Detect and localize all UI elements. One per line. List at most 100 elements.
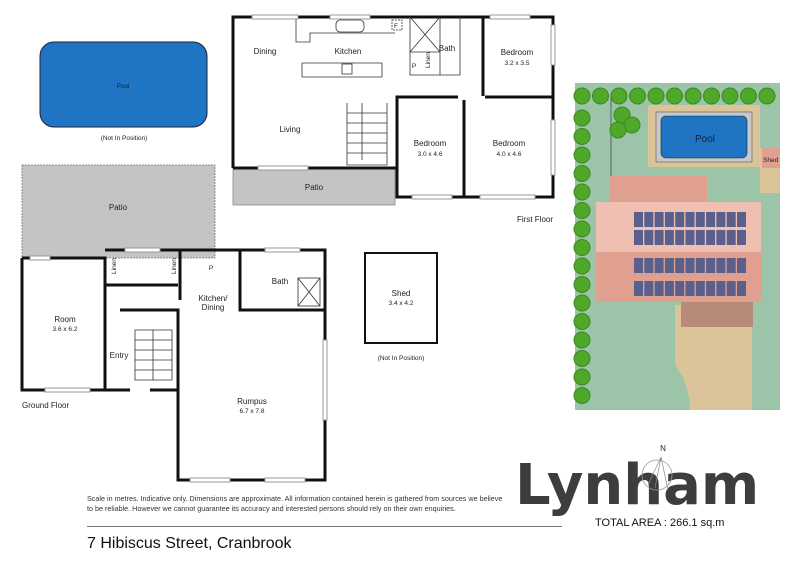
solar-panel	[634, 230, 643, 245]
patio-area	[21, 164, 216, 259]
fixture-linen-2: Linen	[171, 258, 178, 274]
solar-panel	[737, 258, 746, 273]
solar-panel	[664, 281, 674, 296]
tree-icon	[573, 387, 591, 404]
room-bedroom-1: Bedroom	[501, 48, 534, 57]
north-compass-icon: N	[641, 444, 673, 491]
tree-icon	[573, 220, 591, 238]
tree-icon	[629, 87, 646, 105]
solar-panel	[644, 281, 654, 296]
room-patio: Patio	[305, 183, 324, 192]
solar-panel	[664, 212, 674, 227]
solar-panel	[675, 281, 685, 296]
pool-shape	[39, 41, 208, 128]
tree-icon	[573, 202, 591, 219]
tree-icon	[647, 87, 665, 105]
solar-panel	[675, 258, 685, 273]
solar-panel	[716, 258, 726, 273]
room-bedroom-2-size: 3.0 x 4.6	[418, 151, 443, 158]
solar-panel	[726, 281, 736, 296]
tree-icon	[573, 128, 591, 145]
footer-divider	[87, 526, 562, 527]
tree-icon	[610, 87, 628, 105]
disclaimer: Scale in metres. Indicative only. Dimens…	[87, 494, 503, 513]
fixture-pantry: P	[209, 265, 213, 272]
first-floor-title: First Floor	[517, 215, 553, 224]
solar-panel	[634, 212, 643, 227]
room-bedroom-1-size: 3.2 x 3.5	[505, 60, 530, 67]
solar-panel	[726, 230, 736, 245]
room-rumpus: Rumpus	[237, 397, 267, 406]
solar-panel	[685, 258, 695, 273]
tree-icon	[573, 294, 591, 312]
room-bedroom-3-size: 4.0 x 4.6	[497, 151, 522, 158]
solar-panel	[644, 212, 654, 227]
solar-panel	[675, 212, 685, 227]
total-area: TOTAL AREA : 266.1 sq.m	[595, 517, 725, 529]
patio-area	[232, 167, 396, 206]
tree-icon	[573, 146, 591, 164]
solar-panel	[695, 212, 705, 227]
solar-panel	[737, 230, 746, 245]
tree-icon	[703, 87, 720, 105]
room-living: Living	[280, 125, 301, 134]
tree-icon	[684, 87, 702, 105]
solar-panel	[654, 281, 664, 296]
tree-icon	[573, 257, 591, 275]
solar-panel	[664, 258, 674, 273]
room-entry: Entry	[110, 351, 129, 360]
shed-label: Shed	[392, 289, 411, 298]
fixture-fridge: F	[394, 23, 398, 30]
solar-panel	[685, 230, 695, 245]
solar-panel	[726, 258, 736, 273]
solar-panel	[644, 258, 654, 273]
tree-icon	[740, 87, 757, 105]
room-kitchen-dining: Kitchen/ Dining	[198, 294, 228, 312]
solar-panel	[685, 212, 695, 227]
solar-panel	[695, 281, 705, 296]
pool-label: Pool	[116, 83, 130, 90]
solar-panel	[675, 230, 685, 245]
solar-panel	[716, 281, 726, 296]
compass-north-label: N	[660, 444, 666, 453]
tree-icon	[573, 313, 591, 330]
property-address: 7 Hibiscus Street, Cranbrook	[87, 535, 292, 552]
shed-size: 3.4 x 4.2	[389, 300, 414, 307]
ground-floor-title: Ground Floor	[22, 401, 69, 410]
fixture-pantry: P	[412, 63, 416, 70]
room-rumpus-size: 6.7 x 7.8	[240, 408, 265, 415]
room-bedroom-3: Bedroom	[493, 139, 526, 148]
solar-panel	[654, 212, 664, 227]
room-room: Room	[54, 315, 76, 324]
solar-panel	[634, 258, 643, 273]
room-patio: Patio	[109, 203, 128, 212]
room-dining: Dining	[254, 47, 277, 56]
shed-outline	[364, 252, 438, 344]
fixture-linen: Linen	[425, 52, 432, 68]
tree-icon	[573, 109, 591, 127]
solar-panel	[685, 281, 695, 296]
tree-icon	[609, 121, 627, 139]
room-bath: Bath	[439, 44, 455, 53]
solar-panel	[634, 281, 643, 296]
solar-panel	[654, 258, 664, 273]
site-pool-label: Pool	[695, 134, 715, 145]
solar-panel	[716, 212, 726, 227]
tree-icon	[573, 165, 591, 182]
site-plan: Pool Shed	[573, 83, 780, 410]
first-floor-plan: Dining Kitchen Bath Bedroom 3.2 x 3.5 Li…	[231, 14, 556, 224]
room-bedroom-2: Bedroom	[414, 139, 447, 148]
solar-panel	[737, 212, 746, 227]
tree-icon	[666, 87, 683, 105]
site-shed-label: Shed	[763, 157, 779, 164]
solar-panel	[695, 258, 705, 273]
shed-note: (Not In Position)	[378, 355, 425, 362]
tree-icon	[573, 276, 591, 293]
tree-icon	[573, 331, 591, 349]
tree-icon	[721, 87, 739, 105]
solar-panel	[644, 230, 654, 245]
tree-icon	[573, 350, 591, 367]
room-kitchen: Kitchen	[335, 47, 362, 56]
solar-panel	[726, 212, 736, 227]
